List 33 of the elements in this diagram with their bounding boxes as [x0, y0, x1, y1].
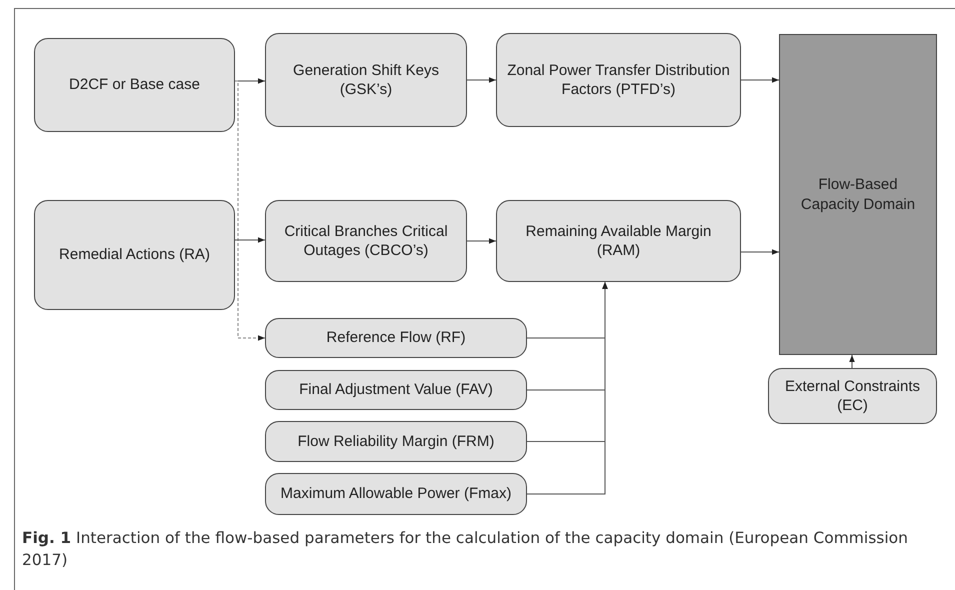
node-label: Reference Flow (RF) [326, 328, 466, 348]
process-box [34, 38, 235, 132]
process-box [496, 33, 741, 127]
node-label: Zonal Power Transfer Distribution Factors (PTFD’s) [507, 60, 730, 100]
node-label: External Constraints (EC) [784, 376, 922, 416]
node-label: Critical Branches Critical Outages (CBCO’s) [283, 222, 449, 260]
arrow [740, 77, 780, 83]
arrow [234, 237, 266, 243]
process-box [496, 200, 741, 282]
output-box [779, 34, 937, 355]
arrow [526, 282, 608, 494]
process-box [265, 318, 527, 358]
node-label: Final Adjustment Value (FAV) [299, 380, 493, 400]
process-box [265, 421, 527, 462]
node-label: Remedial Actions (RA) [59, 245, 210, 265]
arrow [234, 80, 266, 341]
process-box [265, 473, 527, 515]
node-label: Maximum Allowable Power (Fmax) [280, 484, 512, 504]
process-box [265, 370, 527, 410]
arrow [740, 249, 780, 255]
node-label: Remaining Available Margin (RAM) [524, 222, 712, 260]
node-label: Flow Reliability Margin (FRM) [298, 432, 494, 452]
arrow [466, 77, 496, 83]
arrow [849, 354, 855, 368]
process-box [34, 200, 235, 310]
node-label: Generation Shift Keys (GSK’s) [292, 60, 440, 100]
process-box [265, 33, 467, 127]
process-box [265, 200, 467, 282]
node-label: Flow-Based Capacity Domain [800, 175, 916, 214]
process-box [768, 368, 937, 424]
node-label: D2CF or Base case [69, 75, 200, 95]
arrow [466, 238, 496, 244]
figure-caption: Fig. 1 Interaction of the flow-based parameters for the calculation of the capacity domain (European Commission 2017) [22, 528, 909, 572]
